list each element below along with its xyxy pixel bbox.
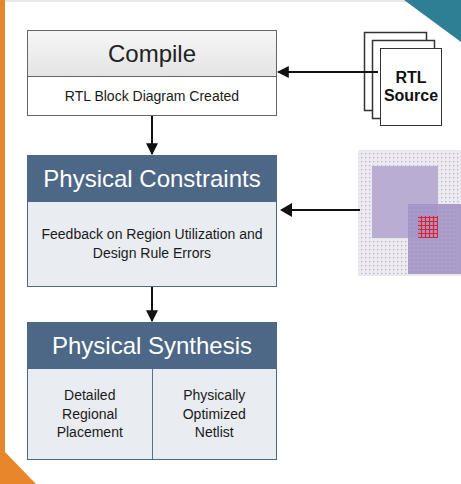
box-body: Feedback on Region Utilization and Desig… — [28, 202, 276, 286]
cell-row: Detailed Regional PlacementPhysically Op… — [28, 369, 276, 459]
cell-text: Detailed Regional Placement — [28, 380, 152, 449]
page-label: RTL Source — [381, 67, 441, 108]
box-heading: Physical Synthesis — [28, 323, 276, 369]
floorplan-illustration — [280, 150, 461, 276]
table-cell: Physically Optimized Netlist — [152, 369, 277, 459]
box-body: RTL Block Diagram Created — [28, 77, 276, 115]
cell-text: Physically Optimized Netlist — [153, 380, 277, 449]
process-box: Physical SynthesisDetailed Regional Plac… — [27, 322, 277, 460]
box-heading: Compile — [28, 31, 276, 77]
flow-arrow — [151, 287, 153, 321]
top-rule — [5, 1, 461, 2]
process-box: CompileRTL Block Diagram Created — [27, 30, 277, 116]
table-cell: Detailed Regional Placement — [28, 369, 152, 459]
flow-arrow — [151, 116, 153, 154]
flow-arrow — [278, 71, 378, 73]
source-page: RTL Source — [380, 48, 442, 126]
left-stripe — [0, 0, 5, 484]
box-heading: Physical Constraints — [28, 156, 276, 202]
process-box: Physical ConstraintsFeedback on Region U… — [27, 155, 277, 287]
